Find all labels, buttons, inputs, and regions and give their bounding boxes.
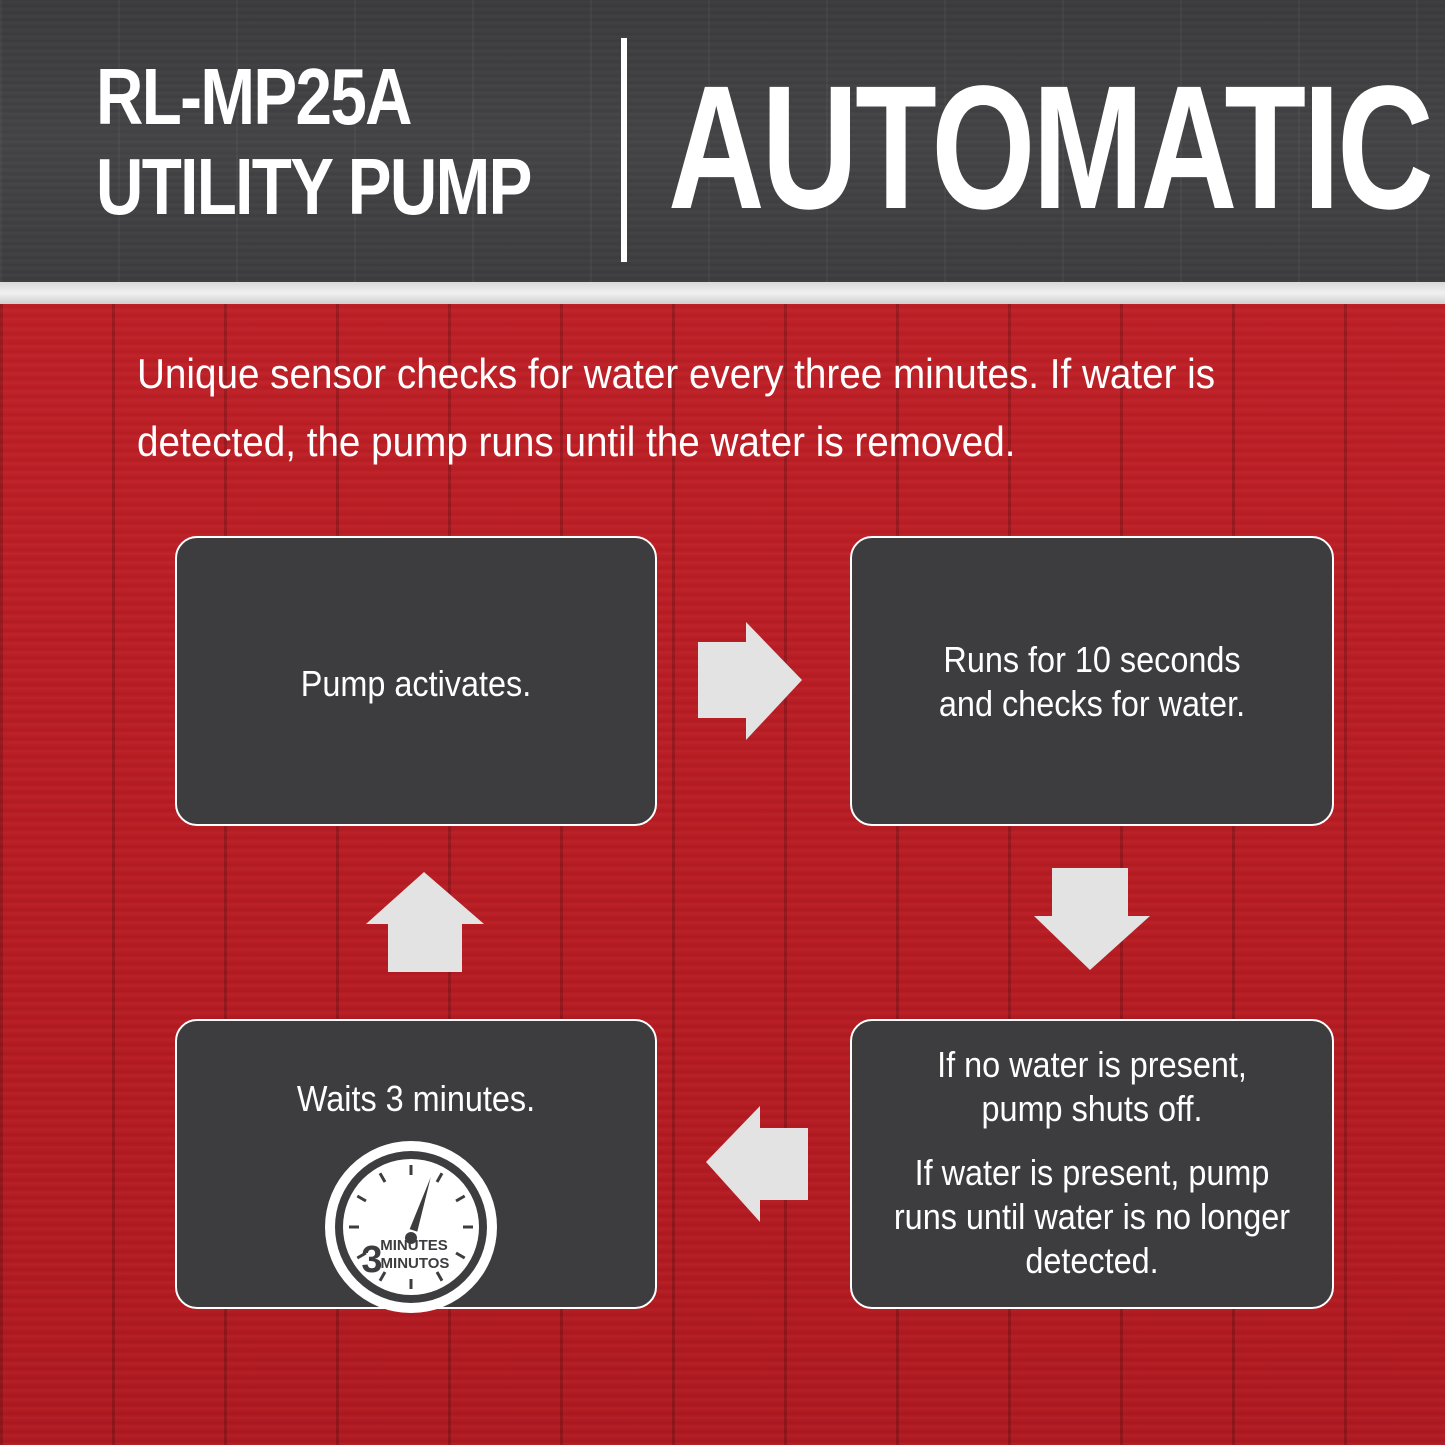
timer-label-es: MINUTOS bbox=[381, 1255, 450, 1272]
arrow-right-icon bbox=[698, 622, 802, 740]
step-outcome-box: If no water is present, pump shuts off. … bbox=[850, 1019, 1334, 1309]
step-activate-box: Pump activates. bbox=[175, 536, 657, 826]
step-activate-text: Pump activates. bbox=[300, 663, 532, 704]
arrow-up-icon bbox=[366, 872, 484, 972]
clock-tick bbox=[356, 1194, 367, 1203]
clock-tick bbox=[356, 1251, 367, 1260]
clock-tick bbox=[455, 1194, 466, 1203]
mode-title: AUTOMATIC bbox=[668, 50, 1434, 246]
arrow-down-icon bbox=[1034, 868, 1150, 970]
step-outcome-no-water-text: If no water is present, pump shuts off. bbox=[937, 1044, 1247, 1129]
arrow-left-icon bbox=[706, 1106, 808, 1222]
step-wait-text: Waits 3 minutes. bbox=[296, 1078, 536, 1119]
clock-tick bbox=[435, 1271, 444, 1282]
step-run-check-box: Runs for 10 seconds and checks for water… bbox=[850, 536, 1334, 826]
title-divider bbox=[621, 38, 627, 262]
intro-text: Unique sensor checks for water every thr… bbox=[137, 350, 1216, 465]
divider-stripe bbox=[0, 282, 1445, 304]
clock-tick bbox=[378, 1172, 387, 1183]
step-run-check-text: Runs for 10 seconds and checks for water… bbox=[938, 639, 1246, 724]
model-number: RL-MP25A bbox=[96, 52, 413, 141]
step-outcome-water-text: If water is present, pump runs until wat… bbox=[893, 1152, 1291, 1281]
model-title: RL-MP25A UTILITY PUMP bbox=[96, 52, 532, 232]
header-band bbox=[0, 0, 1445, 282]
timer-icon: 3 MINUTES MINUTOS bbox=[322, 1138, 500, 1316]
product-type: UTILITY PUMP bbox=[96, 142, 532, 231]
clock-tick bbox=[455, 1251, 466, 1260]
clock-tick bbox=[378, 1271, 387, 1282]
clock-tick bbox=[435, 1172, 444, 1183]
timer-number: 3 bbox=[361, 1239, 382, 1281]
timer-label-en: MINUTES bbox=[380, 1237, 448, 1254]
